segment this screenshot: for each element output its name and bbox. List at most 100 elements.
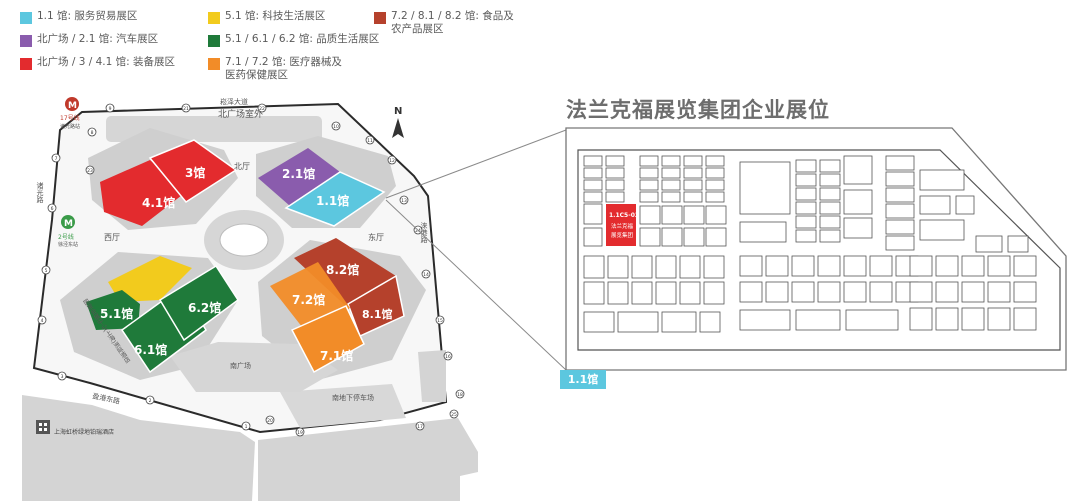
booth: [817, 281, 841, 303]
hall-label-7-1: 7.1馆: [320, 348, 353, 363]
booth: [819, 229, 841, 243]
booth: [795, 309, 841, 331]
booth: [817, 255, 841, 277]
gate-number: 20: [267, 418, 273, 424]
booth: [605, 155, 625, 167]
legend-label: 7.1 / 7.2 馆: 医疗器械及 医药保健展区: [225, 56, 342, 81]
gate-number: 18: [457, 392, 463, 398]
legend-label: 北广场 / 3 / 4.1 馆: 装备展区: [37, 56, 176, 68]
gate-number: 10: [333, 124, 339, 130]
booth: [683, 179, 703, 191]
booth: [607, 281, 629, 305]
metro-2-station: 徐泾东站: [58, 241, 78, 248]
legend-item-medical: 7.1 / 7.2 馆: 医疗器械及 医药保健展区: [208, 56, 342, 82]
booth: [583, 281, 605, 305]
hall-plan-title: 法兰克福展览集团企业展位: [566, 98, 830, 122]
highlight-booth[interactable]: [606, 204, 636, 246]
booth-name-line1: 法兰克福: [611, 222, 634, 230]
booth: [583, 191, 603, 203]
hotel-lot: [22, 395, 255, 501]
booth: [583, 179, 603, 191]
center-ring-inner: [219, 223, 269, 257]
south-parking-area: [280, 384, 406, 428]
booth: [661, 311, 697, 333]
booth: [819, 159, 841, 173]
booth: [703, 281, 725, 305]
booth: [975, 235, 1003, 253]
hall-label-5-1: 5.1馆: [100, 306, 133, 321]
south-plaza: [170, 342, 338, 392]
booth: [661, 191, 681, 203]
west-hall-label: 西厅: [104, 233, 120, 242]
booth-code: 1.1C5-03: [609, 212, 639, 219]
booth: [869, 281, 893, 303]
booth: [699, 311, 721, 333]
metro-2-glyph: M: [64, 219, 73, 229]
gate-marker: [365, 135, 375, 145]
gate-marker: [87, 127, 97, 137]
booth: [705, 155, 725, 167]
hall-tag: 1.1馆: [560, 370, 606, 389]
hall-6-2: [158, 264, 240, 342]
booth: [661, 205, 683, 225]
west-road-label: 诸光路: [36, 181, 44, 204]
booth: [705, 227, 727, 247]
booth: [617, 311, 659, 333]
gate-number: 11: [367, 138, 373, 144]
booth: [639, 205, 661, 225]
gate-marker: [295, 427, 305, 437]
booth: [705, 191, 725, 203]
legend-item-service-trade: 1.1 馆: 服务贸易展区: [20, 10, 137, 24]
metro-2-line: 2号线: [58, 233, 74, 241]
gate-marker: [455, 389, 465, 399]
booth: [869, 255, 893, 277]
gate-marker: [241, 421, 251, 431]
booth: [661, 167, 681, 179]
booth: [961, 307, 985, 331]
gate-number: 4: [41, 318, 44, 324]
booth: [683, 191, 703, 203]
gate-number: 23: [87, 168, 93, 174]
booth: [843, 281, 867, 303]
booth: [583, 227, 603, 247]
gate-number: 25: [451, 412, 457, 418]
booth: [845, 309, 899, 331]
metro-17-station: 诸光路站: [60, 123, 80, 130]
booth: [1013, 307, 1037, 331]
hall-label-3: 3馆: [185, 165, 205, 180]
booth: [605, 191, 625, 203]
booth: [885, 171, 915, 187]
hall-floor-outline: [577, 149, 1061, 351]
booth: [795, 215, 817, 229]
gate-number: 12: [389, 158, 395, 164]
metro-17-glyph: M: [68, 101, 77, 111]
booth: [885, 219, 915, 235]
booth: [639, 179, 659, 191]
booth: [935, 281, 959, 303]
east-hall-label: 东厅: [368, 232, 384, 242]
booth: [1013, 255, 1037, 277]
booth: [961, 281, 985, 303]
booth: [919, 219, 965, 241]
booth: [795, 187, 817, 201]
booth: [961, 255, 985, 277]
gate-number: 21: [183, 106, 189, 112]
booth: [739, 161, 791, 215]
booth: [661, 227, 683, 247]
east-lot: [418, 350, 446, 402]
svg-text:N: N: [394, 106, 402, 117]
hall-label-8-2: 8.2馆: [326, 262, 359, 277]
hall-1-1: [284, 171, 386, 227]
hall-label-8-1: 8.1馆: [362, 307, 393, 321]
booth: [795, 201, 817, 215]
gate-marker: [443, 351, 453, 361]
booth: [583, 203, 603, 225]
booth: [885, 235, 915, 251]
leader-line-top: [385, 129, 567, 199]
gate-number: 7: [55, 156, 58, 162]
east-road-label: 涞港路: [420, 222, 428, 244]
gate-marker: [41, 265, 51, 275]
hall-7-1: [290, 305, 365, 374]
booth: [683, 227, 705, 247]
booth: [705, 205, 727, 225]
